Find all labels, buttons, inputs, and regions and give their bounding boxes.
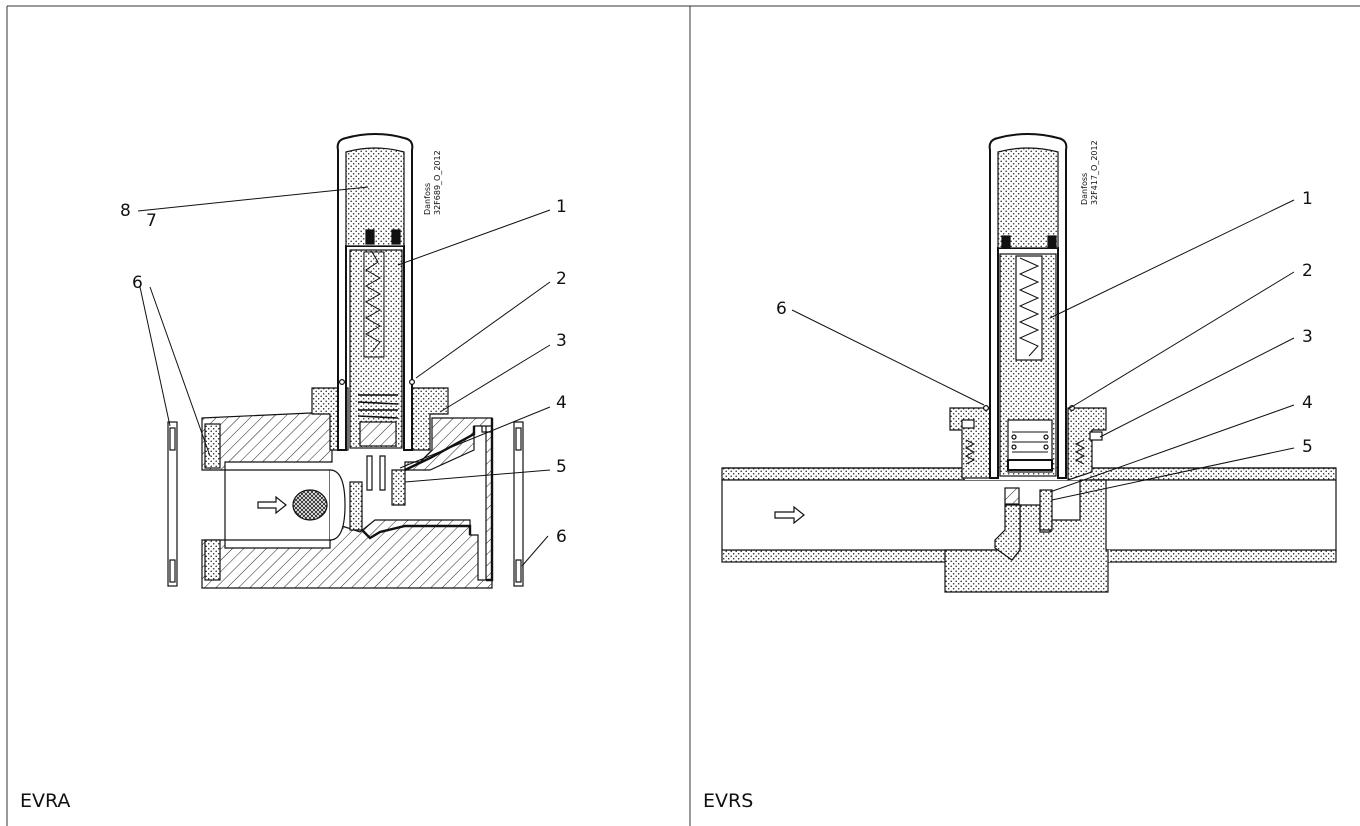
evra-gasket-left [167,421,178,587]
evrs-callout-5: 5 [1302,437,1313,457]
evra-callout-3: 3 [556,331,567,351]
evra-callout-5: 5 [556,457,567,477]
evra-flow-arrow [257,495,287,515]
evrs-stamp-line1: Danfoss [1080,173,1089,205]
evra-leader-lines [137,186,551,567]
evra-armature [349,249,403,449]
evra-callout-4: 4 [556,393,567,413]
evrs-valve-drawing [721,133,1337,593]
evra-callout-1: 1 [556,197,567,217]
evra-caption: EVRA [20,790,71,812]
evra-callout-7: 7 [146,211,157,231]
evrs-callout-1: 1 [1302,189,1313,209]
evra-stamp-line1: Danfoss [423,183,432,215]
evrs-callouts: 1 2 3 4 5 6 [776,189,1313,457]
evra-gasket-right [513,421,524,587]
evra-callout-2: 2 [556,269,567,289]
evra-strainer [292,489,328,521]
evrs-leader-lines [791,199,1295,501]
evra-callout-6-right: 6 [556,527,567,547]
evrs-callout-3: 3 [1302,327,1313,347]
evra-callout-6-left: 6 [132,273,143,293]
evrs-callout-2: 2 [1302,261,1313,281]
evrs-callout-4: 4 [1302,393,1313,413]
evrs-callout-6: 6 [776,299,787,319]
panel-frame [6,5,1360,826]
evrs-flow-arrow [774,505,805,525]
evrs-stamp-line2: 32F417_O_2012 [1090,140,1099,205]
evrs-caption: EVRS [703,790,754,812]
evrs-valve-body [944,479,1109,593]
evra-valve-drawing [167,133,524,589]
evra-callout-8: 8 [120,201,131,221]
evra-stamp-line2: 32F689_O_2012 [433,150,442,215]
evra-valve-body [201,411,333,471]
evra-callouts: 1 2 3 4 5 6 6 7 8 [120,197,567,547]
